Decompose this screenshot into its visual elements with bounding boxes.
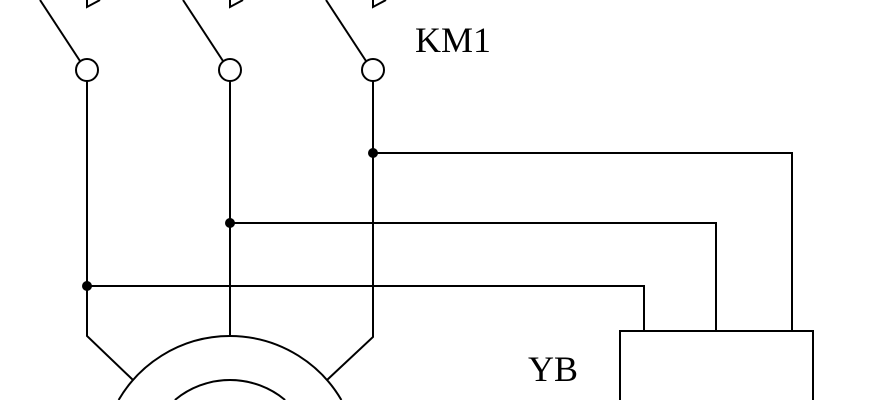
switch-contact-l2 xyxy=(182,0,244,82)
device-yb-box xyxy=(619,330,814,400)
contactor-km1 xyxy=(39,0,387,82)
switch-contact-l1 xyxy=(39,0,101,82)
junction-dot xyxy=(225,218,235,228)
wire-phase-1 xyxy=(86,81,134,381)
device-label: YB xyxy=(528,349,578,389)
wire-branch-2 xyxy=(230,222,717,331)
motor-outer-circle xyxy=(117,335,343,400)
wire-phase-3 xyxy=(326,81,374,381)
contactor-label: KM1 xyxy=(415,20,491,60)
wires xyxy=(86,81,793,381)
junction-dots xyxy=(82,148,378,291)
motor xyxy=(117,335,343,400)
wire-branch-1 xyxy=(87,285,645,331)
wire-branch-3 xyxy=(373,152,793,331)
junction-dot xyxy=(82,281,92,291)
motor-inner-circle xyxy=(174,379,286,400)
switch-contact-l3 xyxy=(325,0,387,82)
junction-dot xyxy=(368,148,378,158)
